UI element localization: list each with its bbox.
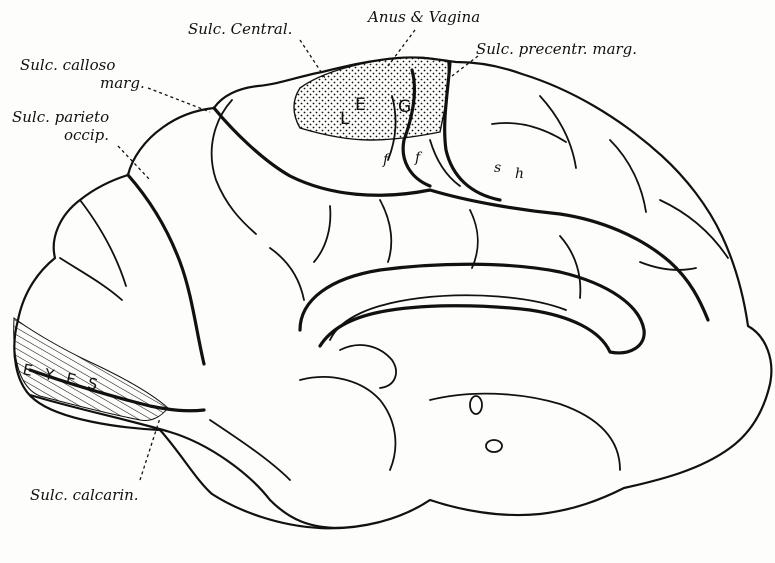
callosomarginal-sulcus: [214, 108, 708, 320]
area-label-h: h: [515, 166, 524, 182]
sulcus-line: [314, 206, 330, 262]
fornix: [340, 345, 396, 388]
corpus-callosum-inner: [330, 295, 566, 340]
thalamus: [300, 377, 395, 470]
sulcus-line: [470, 210, 478, 268]
mammillary-body: [486, 440, 502, 452]
label-sulc-calloso: Sulc. calloso: [20, 56, 115, 74]
label-sulc-central: Sulc. Central.: [188, 20, 292, 38]
motor-area-dotted: [294, 57, 448, 140]
sulcus-line: [210, 420, 290, 480]
anterior-commissure: [470, 396, 482, 414]
sulcus-line: [212, 100, 256, 234]
label-sulc-precentr-marg: Sulc. precentr. marg.: [476, 40, 637, 58]
area-label-L: L: [340, 109, 350, 129]
sulcus-line: [610, 140, 646, 212]
label-anus-vagina: Anus & Vagina: [366, 8, 480, 26]
sulcus-line: [492, 123, 566, 142]
label-sulc-calcarin: Sulc. calcarin.: [30, 486, 139, 504]
sulcus-line: [60, 258, 122, 300]
brainstem-contour: [430, 394, 620, 470]
leader-sulc-calloso-marg: [148, 88, 210, 112]
sulcus-line: [640, 262, 696, 270]
sulcus-line: [380, 200, 391, 262]
sulcus-line: [270, 248, 304, 300]
label-sulc-parieto: Sulc. parieto: [12, 108, 109, 126]
area-label-G: G: [398, 97, 411, 117]
area-label-s: s: [494, 160, 501, 176]
sulcus-line: [80, 200, 126, 286]
corpus-callosum-outer: [300, 264, 644, 353]
sulcus-line: [560, 236, 580, 298]
leader-sulc-central: [300, 40, 325, 78]
area-label-f-2: f: [414, 150, 423, 166]
parieto-occipital-sulcus: [128, 175, 204, 364]
leader-sulc-parieto-occip: [118, 146, 150, 180]
label-sulc-parieto-occip: occip.: [64, 126, 109, 144]
area-label-E: E: [355, 95, 366, 115]
leader-sulc-precentr-marg: [452, 56, 478, 76]
label-sulc-calloso-marg: marg.: [100, 74, 145, 92]
